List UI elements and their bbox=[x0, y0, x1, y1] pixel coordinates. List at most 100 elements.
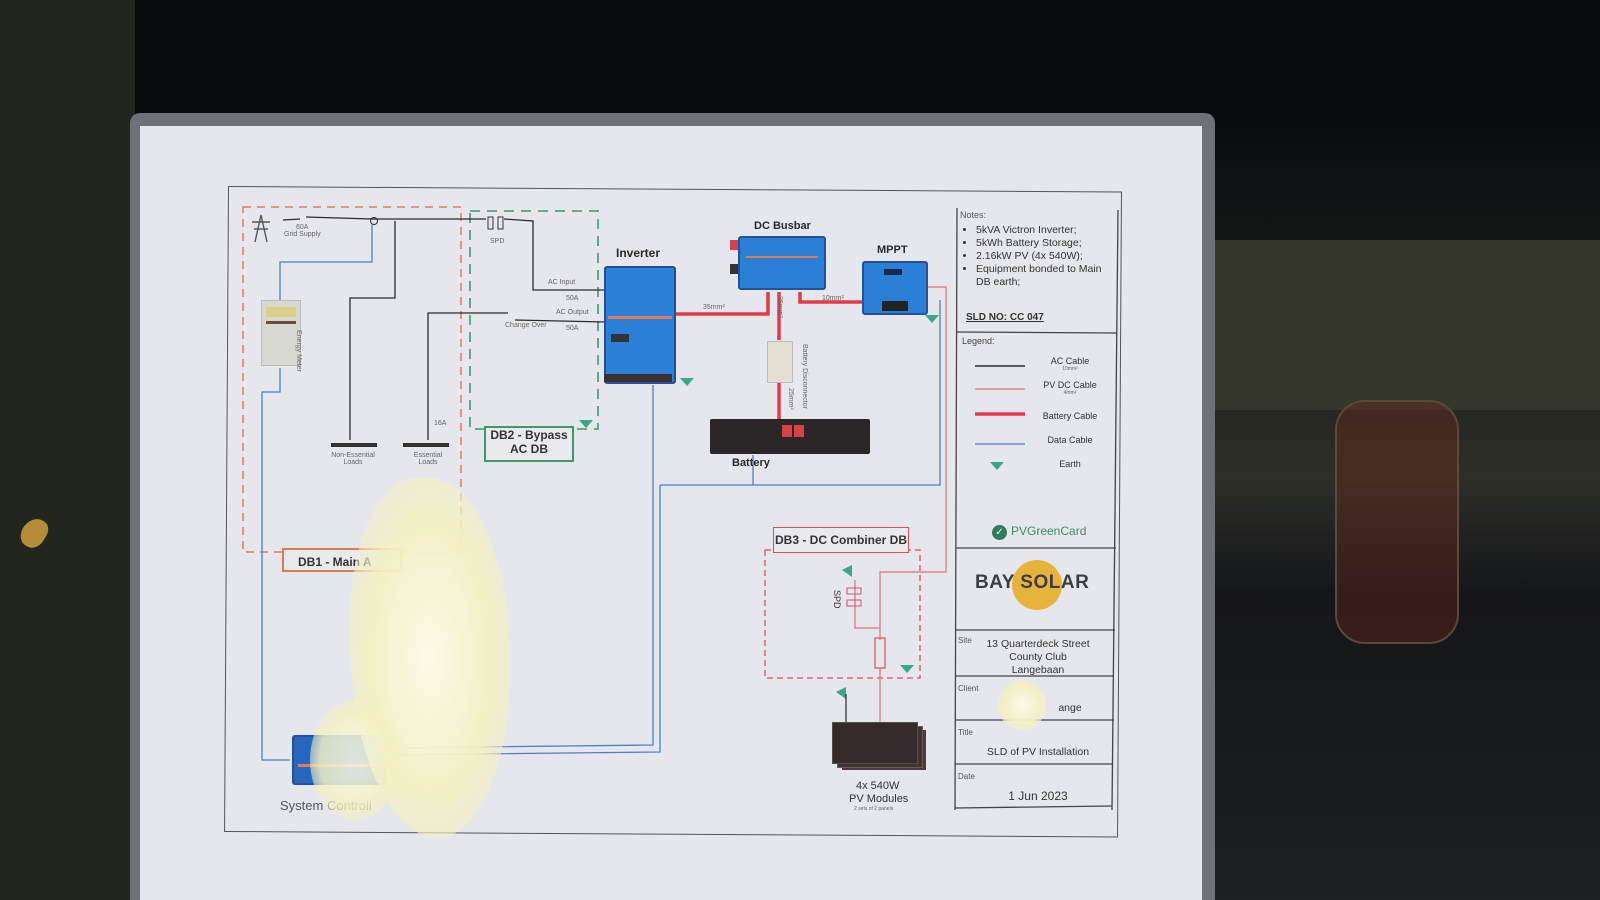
spd-dc-symbol bbox=[846, 587, 862, 595]
earth-icon bbox=[990, 462, 1004, 470]
non-essential-feed bbox=[349, 221, 396, 440]
db2-label-box: DB2 - Bypass AC DB bbox=[484, 426, 574, 462]
glare-reflection bbox=[998, 680, 1046, 730]
client-label: Client bbox=[958, 684, 979, 693]
reflected-shelf bbox=[1215, 240, 1600, 410]
pv-modules-label-1: 4x 540W bbox=[856, 780, 900, 792]
background-reflection bbox=[1215, 130, 1600, 900]
legend-label: Data Cable bbox=[1047, 435, 1093, 445]
spd-ac-label: SPD bbox=[490, 238, 505, 245]
spd-ac-symbol bbox=[487, 216, 494, 230]
note-item: 5kWh Battery Storage; bbox=[976, 237, 1115, 250]
pv-modules-icon bbox=[832, 722, 926, 770]
site-line: 13 Quarterdeck Street bbox=[986, 638, 1090, 650]
note-item: 5kVA Victron Inverter; bbox=[976, 224, 1115, 237]
non-essential-loads-label: Non-Essential Loads bbox=[331, 452, 375, 466]
earth-icon bbox=[925, 315, 939, 323]
sld-number: SLD NO: CC 047 bbox=[966, 312, 1044, 323]
title-block-lines bbox=[954, 207, 1119, 811]
ct-clamp bbox=[370, 217, 378, 225]
legend-sub: 10mm² bbox=[1062, 366, 1078, 372]
pv-modules-sub-label: 2 sets of 2 panels bbox=[854, 806, 894, 812]
legend-item-data: Data Cable bbox=[1030, 435, 1110, 445]
essential-loads-label: Essential Loads bbox=[413, 452, 443, 466]
background-wall bbox=[0, 0, 135, 900]
ac-cables bbox=[282, 216, 606, 440]
site-line: Langebaan bbox=[1011, 664, 1065, 676]
cable-10mm-label: 10mm² bbox=[822, 295, 844, 302]
title-value: SLD of PV Installation bbox=[986, 746, 1090, 758]
grid-supply-label: Grid Supply bbox=[284, 231, 321, 238]
db2-label-line1: DB2 - Bypass bbox=[490, 428, 568, 442]
earth-icon bbox=[579, 420, 593, 428]
earth-icon bbox=[842, 565, 852, 577]
dc-busbar-device bbox=[730, 236, 826, 290]
cable-25mm-label: 25mm² bbox=[776, 296, 783, 318]
legend-sub: 4mm² bbox=[1063, 390, 1077, 396]
sun-logo-icon bbox=[1012, 560, 1062, 610]
pvgreencard-badge: ✓ PVGreenCard bbox=[992, 524, 1086, 540]
ac-input-label: AC Input bbox=[548, 279, 576, 286]
earth-icon bbox=[836, 687, 846, 699]
change-over-label: Change Over bbox=[505, 322, 547, 329]
energy-meter-icon bbox=[261, 300, 301, 366]
ac-output-label: AC Output bbox=[556, 309, 589, 316]
pv-modules-label-2: PV Modules bbox=[849, 793, 909, 805]
earth-icon bbox=[900, 665, 914, 673]
grid-supply-rating: 60A bbox=[296, 224, 309, 231]
battery-disconnector-label: Battery Disconnector bbox=[801, 344, 808, 409]
ac-input-line bbox=[503, 218, 605, 291]
db3-boundary bbox=[764, 549, 921, 679]
legend-item-battery: Battery Cable bbox=[1030, 411, 1110, 421]
dc-fuse bbox=[874, 637, 886, 669]
background-dark-top bbox=[135, 0, 1600, 130]
battery-cables bbox=[675, 292, 862, 420]
battery-disconnector-icon bbox=[767, 341, 793, 383]
battery-label: Battery bbox=[732, 457, 770, 469]
company-logo: BAY SOLAR bbox=[975, 572, 1090, 593]
notes-list: 5kVA Victron Inverter; 5kWh Battery Stor… bbox=[960, 224, 1115, 289]
db2-label-line2: AC DB bbox=[510, 442, 548, 456]
inverter-label: Inverter bbox=[616, 246, 661, 260]
legend-label: PV DC Cable bbox=[1043, 380, 1097, 390]
reflected-battery-terminals bbox=[1335, 400, 1459, 644]
site-label: Site bbox=[958, 636, 972, 645]
ac-output-line bbox=[514, 319, 606, 323]
db3-label-box: DB3 - DC Combiner DB bbox=[773, 527, 909, 553]
check-icon: ✓ bbox=[992, 525, 1007, 540]
note-item: 2.16kW PV (4x 540W); bbox=[976, 250, 1115, 263]
legend-label: AC Cable bbox=[1050, 356, 1090, 366]
pvgreencard-label: PVGreenCard bbox=[1011, 524, 1087, 538]
inverter-device bbox=[604, 266, 676, 384]
site-line: County Club bbox=[1009, 651, 1067, 663]
glare-reflection bbox=[310, 700, 400, 820]
cable-25mm-battery-label: 25mm² bbox=[787, 388, 794, 410]
earth-symbols bbox=[579, 315, 1004, 699]
date-value: 1 Jun 2023 bbox=[1008, 789, 1068, 803]
notes-title: Notes: bbox=[960, 210, 987, 220]
date-label: Date bbox=[958, 772, 975, 781]
db1-label: DB1 - Main A bbox=[298, 555, 372, 569]
ac-output-rating: 50A bbox=[566, 325, 579, 332]
legend-item-earth: Earth bbox=[1030, 459, 1110, 469]
site-value: 13 Quarterdeck Street County Club Langeb… bbox=[968, 638, 1108, 677]
energy-meter-label: Energy Meter bbox=[295, 330, 302, 373]
notes-section: Notes: 5kVA Victron Inverter; 5kWh Batte… bbox=[960, 210, 1115, 289]
battery-device bbox=[710, 419, 870, 454]
cable-35mm-label: 35mm² bbox=[703, 304, 725, 311]
note-item: Equipment bonded to Main DB earth; bbox=[976, 263, 1115, 289]
mppt-device bbox=[862, 261, 928, 315]
grid-pylon-icon bbox=[252, 214, 270, 243]
pv-dc-cables bbox=[854, 286, 947, 722]
title-label: Title bbox=[958, 728, 973, 737]
spd-dc-label: SPD bbox=[832, 590, 842, 609]
legend-label: Battery Cable bbox=[1042, 411, 1098, 421]
ac-input-rating: 50A bbox=[566, 295, 579, 302]
essential-breaker-rating: 16A bbox=[434, 420, 447, 427]
db3-label: DB3 - DC Combiner DB bbox=[774, 533, 907, 547]
legend-label: Earth bbox=[1059, 459, 1081, 469]
legend-title: Legend: bbox=[962, 336, 995, 346]
dc-busbar-label: DC Busbar bbox=[754, 220, 811, 232]
